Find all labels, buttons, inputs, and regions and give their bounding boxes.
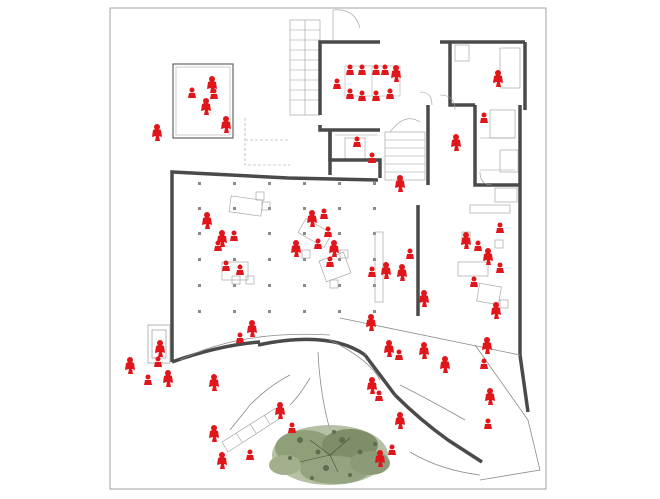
toilets: [439, 42, 527, 205]
garden-terrace: [269, 425, 390, 485]
tree: [269, 425, 390, 485]
east-office: [457, 204, 522, 355]
pool-courtyard: [172, 63, 234, 139]
open-office: [170, 170, 420, 362]
curved-lobby: [147, 317, 541, 481]
site-boundary: [109, 7, 547, 490]
meeting-room: [318, 40, 525, 175]
center-stair-walls: [328, 105, 430, 185]
people: [125, 64, 504, 469]
stair-hall: [244, 9, 361, 166]
